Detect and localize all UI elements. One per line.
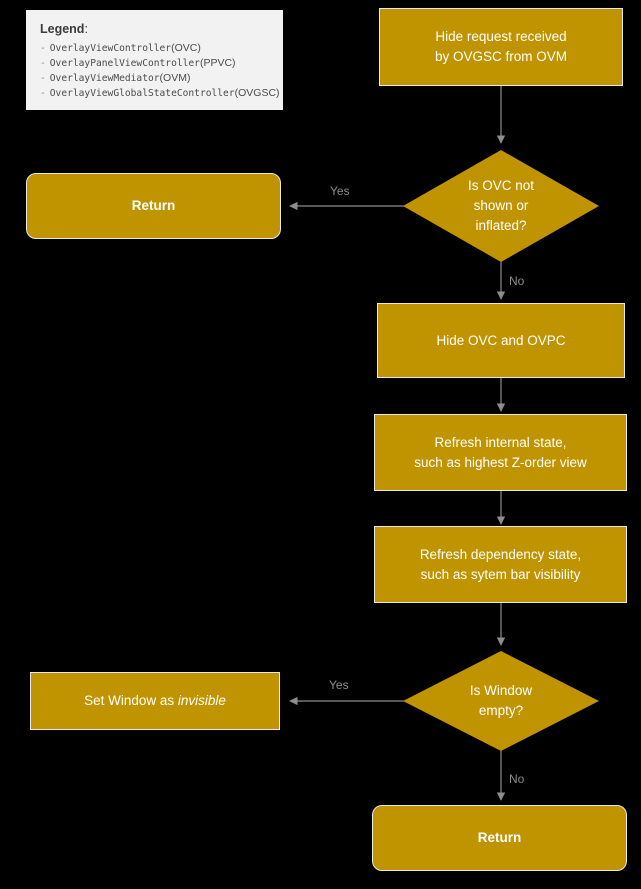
legend-class-name: OverlayViewController — [49, 43, 172, 54]
node-hide-request-received[interactable]: Hide request received by OVGSC from OVM — [379, 8, 623, 86]
edge-label-decision-window-no: No — [509, 772, 525, 786]
diamond-shape — [403, 150, 599, 262]
node-line: Hide request received — [435, 29, 567, 44]
edge-label-decision-ovc-yes: Yes — [330, 184, 350, 198]
legend-bullet: - — [40, 58, 46, 69]
legend-panel: Legend: -OverlayViewController(OVC) -Ove… — [26, 10, 283, 110]
legend-class-name: OverlayPanelViewController — [49, 58, 200, 69]
node-line: by OVGSC from OVM — [434, 49, 568, 64]
legend-abbr: (OVC) — [171, 42, 201, 54]
legend-title-colon: : — [84, 22, 88, 36]
node-line: such as sytem bar visibility — [420, 566, 581, 582]
node-decision-is-ovc-not-shown[interactable]: Is OVC not shown or inflated? — [403, 150, 599, 262]
node-label-emphasis: invisible — [177, 693, 226, 708]
node-line: Refresh internal state, — [434, 434, 567, 450]
legend-abbr: (OVGSC) — [234, 87, 280, 99]
legend-bullet: - — [40, 88, 46, 99]
node-line: Refresh dependency state, — [419, 546, 582, 562]
legend-item: -OverlayViewMediator(OVM) — [40, 71, 269, 86]
node-return-early[interactable]: Return — [26, 173, 281, 239]
node-line: such as highest Z-order view — [414, 454, 587, 470]
legend-title: Legend: — [40, 22, 269, 36]
edge-label-decision-ovc-no: No — [509, 274, 525, 288]
legend-bullet: - — [40, 43, 46, 54]
legend-item: -OverlayViewGlobalStateController(OVGSC) — [40, 86, 280, 101]
node-return-end[interactable]: Return — [372, 805, 627, 871]
node-decision-is-window-empty[interactable]: Is Window empty? — [403, 651, 599, 751]
legend-abbr: (OVM) — [159, 72, 191, 84]
node-refresh-internal-state[interactable]: Refresh internal state, such as highest … — [374, 414, 627, 491]
node-label: Return — [131, 198, 176, 213]
legend-item: -OverlayViewController(OVC) — [40, 41, 269, 56]
node-set-window-invisible[interactable]: Set Window as invisible — [30, 672, 280, 730]
legend-title-text: Legend — [40, 22, 85, 36]
legend-bullet: - — [40, 73, 46, 84]
node-label: Hide OVC and OVPC — [436, 332, 566, 348]
legend-item: -OverlayPanelViewController(PPVC) — [40, 56, 269, 71]
node-refresh-dependency-state[interactable]: Refresh dependency state, such as sytem … — [374, 526, 627, 603]
node-label: Return — [477, 830, 522, 845]
legend-class-name: OverlayViewMediator — [49, 73, 160, 84]
node-hide-ovc-and-ovpc[interactable]: Hide OVC and OVPC — [377, 303, 625, 378]
edge-label-decision-window-yes: Yes — [329, 678, 349, 692]
node-label-prefix: Set Window as — [84, 693, 178, 708]
legend-list: -OverlayViewController(OVC) -OverlayPane… — [40, 41, 280, 101]
node-label: Set Window as invisible — [84, 691, 226, 711]
legend-class-name: OverlayViewGlobalStateController — [49, 88, 235, 99]
diamond-shape — [403, 651, 599, 751]
legend-abbr: (PPVC) — [199, 57, 236, 69]
